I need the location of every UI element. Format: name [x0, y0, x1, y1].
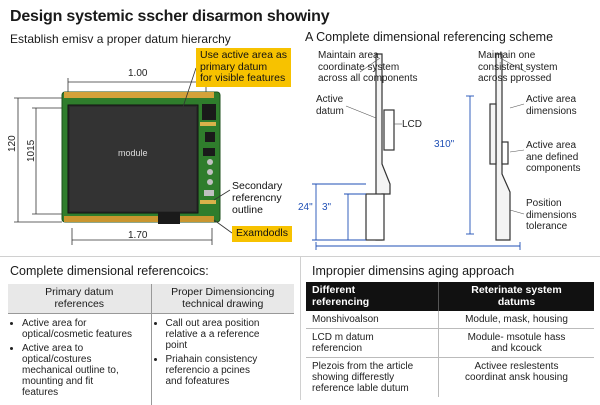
dim-left-inner: 1015 — [26, 140, 37, 162]
right-table-header-2: Reterinate system datums — [438, 282, 594, 311]
right-row-3-col-1-line-3: reference lable dutum — [312, 383, 432, 394]
label-active-datum-line-2: datum — [316, 106, 344, 118]
right-row-1-col-1: Monshivoalson — [306, 311, 438, 329]
left-table-header-2-line-1: Proper Dimensioncing — [156, 287, 291, 299]
left-bullet-2-line-4: mounting and fit — [22, 376, 147, 387]
right-row-3-col-2: Activee reslestents coordinat ansk housi… — [438, 358, 594, 398]
right-diagram-title: A Complete dimensional referencing schem… — [305, 30, 553, 44]
right-row-2-col-1-line-1: LCD m datum — [312, 332, 432, 343]
left-bullet-2-line-1: Active area to — [22, 343, 147, 354]
label-active-dims-line-2: dimensions — [526, 106, 577, 118]
table-row: Plezois from the article showing differe… — [306, 358, 594, 398]
label-active-defined-line-2: ane defined — [526, 152, 580, 164]
right-row-2-col-1: LCD m datum referencion — [306, 329, 438, 358]
callout-secondary-line-2: referencny — [232, 192, 282, 204]
dim-3: 3" — [322, 202, 331, 213]
label-lcd: LCD — [402, 119, 422, 131]
right-row-1-col-2: Module, mask, housing — [438, 311, 594, 329]
label-active-defined: Active area ane defined components — [526, 140, 580, 175]
label-position-line-2: dimensions — [526, 210, 577, 222]
right-row-3-col-1-line-2: showing differestly — [312, 372, 432, 383]
right-row-3-col-1: Plezois from the article showing differe… — [306, 358, 438, 398]
left-bullet-3-line-3: point — [166, 340, 291, 351]
label-maintain-area: Maintain area coordinate system across a… — [318, 50, 418, 85]
right-row-1-col-2-line-1: Module, mask, housing — [445, 314, 588, 325]
label-position-line-1: Position — [526, 198, 577, 210]
module-label: module — [118, 148, 148, 158]
callout-primary: Use active area as primary datum for vis… — [196, 48, 291, 87]
callout-primary-line-3: for visible features — [200, 73, 287, 85]
label-active-defined-line-3: components — [526, 163, 580, 175]
left-table: Primary datum references Proper Dimensio… — [8, 284, 294, 405]
left-table-header-2-line-2: technical drawing — [156, 299, 291, 311]
left-bullet-1: Active area for optical/cosmetic feature… — [22, 318, 147, 340]
label-maintain-one-line-3: across pprossed — [478, 73, 557, 85]
left-table-header-1-line-1: Primary datum — [12, 287, 147, 299]
right-row-3-col-2-line-1: Activee reslestents — [445, 361, 588, 372]
callout-secondary-line-3: outline — [232, 204, 282, 216]
left-bullet-2: Active area to optical/costures mechanic… — [22, 343, 147, 398]
callout-secondary: Secondary referencny outline — [232, 180, 282, 216]
left-table-header-2: Proper Dimensioncing technical drawing — [151, 284, 294, 314]
left-bullet-4-line-1: Priahain consistency — [166, 354, 291, 365]
right-row-2-col-1-line-2: referencion — [312, 343, 432, 354]
dim-top: 1.00 — [128, 68, 147, 79]
right-row-2-col-2: Module- msotule hass and kcouck — [438, 329, 594, 358]
right-table-header-1: Different referencing — [306, 282, 438, 311]
left-table-header-1: Primary datum references — [8, 284, 151, 314]
left-bullet-2-line-3: mechanical outline to, — [22, 365, 147, 376]
dim-left-outer: 120 — [7, 135, 18, 152]
label-maintain-one: Maintain one consistent system across pp… — [478, 50, 557, 85]
right-table-header-1-line-1: Different — [312, 285, 432, 297]
right-row-2-col-2-line-2: and kcouck — [445, 343, 588, 354]
left-bullet-1-line-2: optical/cosmetic features — [22, 329, 147, 340]
label-position-line-3: tolerance — [526, 221, 577, 233]
label-active-dims: Active area dimensions — [526, 94, 577, 117]
left-bullet-4-line-3: and fofeatures — [166, 376, 291, 387]
label-maintain-area-line-2: coordinate system — [318, 62, 418, 74]
left-table-cell-1: Active area for optical/cosmetic feature… — [8, 314, 151, 405]
left-table-header-1-line-2: references — [12, 299, 147, 311]
left-bullet-4-line-2: referencio a pcines — [166, 365, 291, 376]
left-bullet-1-line-1: Active area for — [22, 318, 147, 329]
left-bullet-3: Call out area position relative a a refe… — [166, 318, 291, 351]
right-table-header-2-line-2: datums — [445, 297, 588, 309]
label-active-datum: Active datum — [316, 94, 344, 117]
label-maintain-one-line-1: Maintain one — [478, 50, 557, 62]
left-bullet-3-line-1: Call out area position — [166, 318, 291, 329]
label-active-datum-line-1: Active — [316, 94, 344, 106]
right-row-3-col-1-line-1: Plezois from the article — [312, 361, 432, 372]
label-maintain-area-line-3: across all components — [318, 73, 418, 85]
column-divider — [300, 256, 301, 400]
left-section-title: Complete dimensional referencoics: — [10, 264, 209, 278]
label-maintain-one-line-2: consistent system — [478, 62, 557, 74]
left-bullet-2-line-5: features — [22, 387, 147, 398]
callout-examples: Examdodls — [232, 226, 292, 242]
left-bullet-3-line-2: relative a a reference — [166, 329, 291, 340]
table-row: LCD m datum referencion Module- msotule … — [306, 329, 594, 358]
page-subtitle: Establish emisv a proper datum hierarchy — [10, 32, 231, 46]
right-section-title: Impropier dimensins aging approach — [312, 264, 514, 278]
left-bullet-4: Priahain consistency referencio a pcines… — [166, 354, 291, 387]
callout-secondary-line-1: Secondary — [232, 180, 282, 192]
label-position: Position dimensions tolerance — [526, 198, 577, 233]
dim-24: 24" — [298, 202, 313, 213]
left-bullet-2-line-2: optical/costures — [22, 354, 147, 365]
right-table-header-2-line-1: Reterinate system — [445, 285, 588, 297]
right-table-header-1-line-2: referencing — [312, 297, 432, 309]
page-title: Design systemic sscher disarmon showiny — [10, 8, 329, 26]
right-row-3-col-2-line-2: coordinat ansk housing — [445, 372, 588, 383]
label-active-defined-line-1: Active area — [526, 140, 580, 152]
label-active-dims-line-1: Active area — [526, 94, 577, 106]
left-table-cell-2: Call out area position relative a a refe… — [151, 314, 294, 405]
dim-bottom: 1.70 — [128, 230, 147, 241]
right-table: Different referencing Reterinate system … — [306, 282, 594, 397]
right-row-1-col-1-line-1: Monshivoalson — [312, 314, 432, 325]
right-row-2-col-2-line-1: Module- msotule hass — [445, 332, 588, 343]
callout-primary-line-1: Use active area as — [200, 50, 287, 62]
table-row: Monshivoalson Module, mask, housing — [306, 311, 594, 329]
label-maintain-area-line-1: Maintain area — [318, 50, 418, 62]
dim-310: 310" — [434, 139, 454, 150]
